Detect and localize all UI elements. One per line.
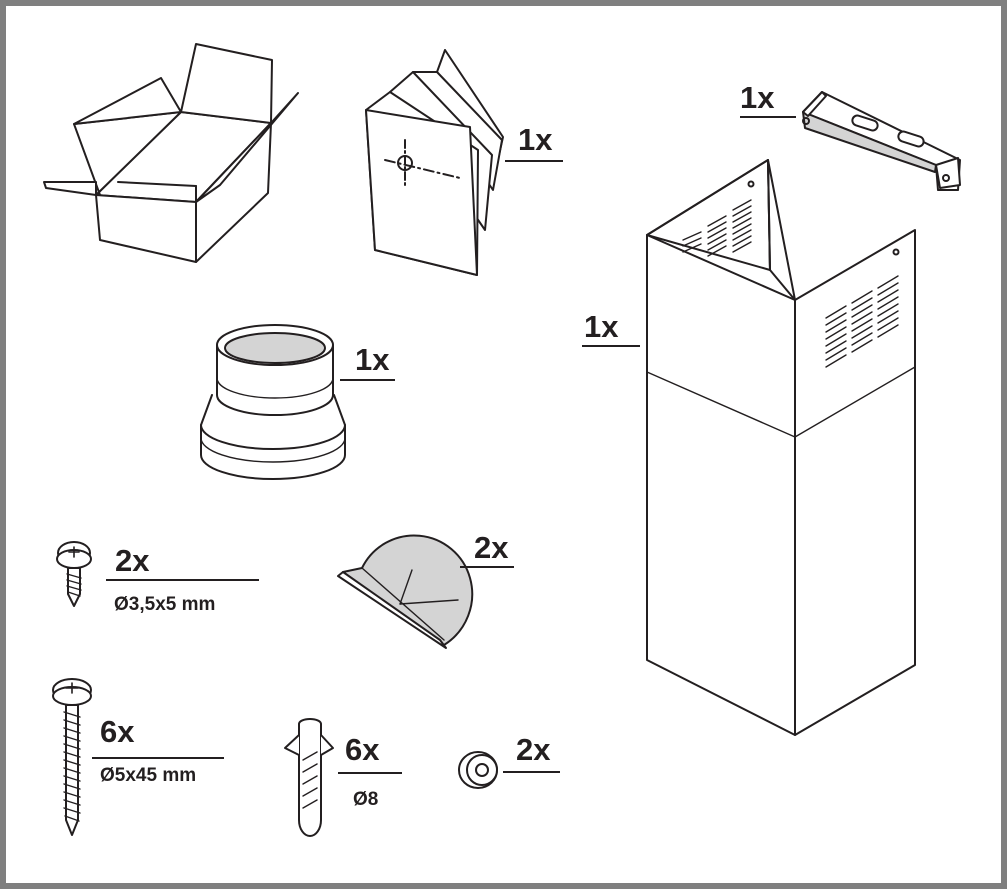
small-screw-icon bbox=[56, 541, 92, 607]
long-screw-rule bbox=[92, 757, 224, 759]
instruction-manual-icon bbox=[365, 49, 504, 276]
long-screw-icon bbox=[52, 678, 92, 836]
chimney-rule bbox=[582, 345, 640, 347]
small-screw-size: Ø3,5x5 mm bbox=[114, 594, 216, 615]
small-screw-rule bbox=[106, 579, 259, 581]
chimney-qty: 1x bbox=[584, 309, 619, 344]
small-screw-qty: 2x bbox=[115, 543, 150, 578]
washer-icon bbox=[458, 751, 498, 789]
long-screw-size: Ø5x45 mm bbox=[100, 765, 197, 786]
anti-return-flap-icon bbox=[337, 534, 474, 649]
long-screw-qty: 6x bbox=[100, 714, 135, 749]
flap-rule bbox=[460, 566, 514, 568]
bracket-qty: 1x bbox=[740, 80, 775, 115]
flap-qty: 2x bbox=[474, 530, 509, 565]
duct-reducer-icon bbox=[200, 324, 346, 480]
plug-size: Ø8 bbox=[353, 789, 379, 810]
open-box-icon bbox=[43, 43, 299, 263]
reducer-qty: 1x bbox=[355, 342, 390, 377]
plug-rule bbox=[338, 772, 402, 774]
plug-qty: 6x bbox=[345, 732, 380, 767]
washer-rule bbox=[503, 771, 560, 773]
manual-rule bbox=[505, 160, 563, 162]
bracket-rule bbox=[740, 116, 796, 118]
reducer-rule bbox=[340, 379, 395, 381]
manual-qty: 1x bbox=[518, 122, 553, 157]
wall-bracket-icon bbox=[802, 91, 961, 191]
washer-qty: 2x bbox=[516, 732, 551, 767]
chimney-cover-icon bbox=[646, 159, 916, 736]
wall-plug-icon bbox=[284, 718, 334, 837]
